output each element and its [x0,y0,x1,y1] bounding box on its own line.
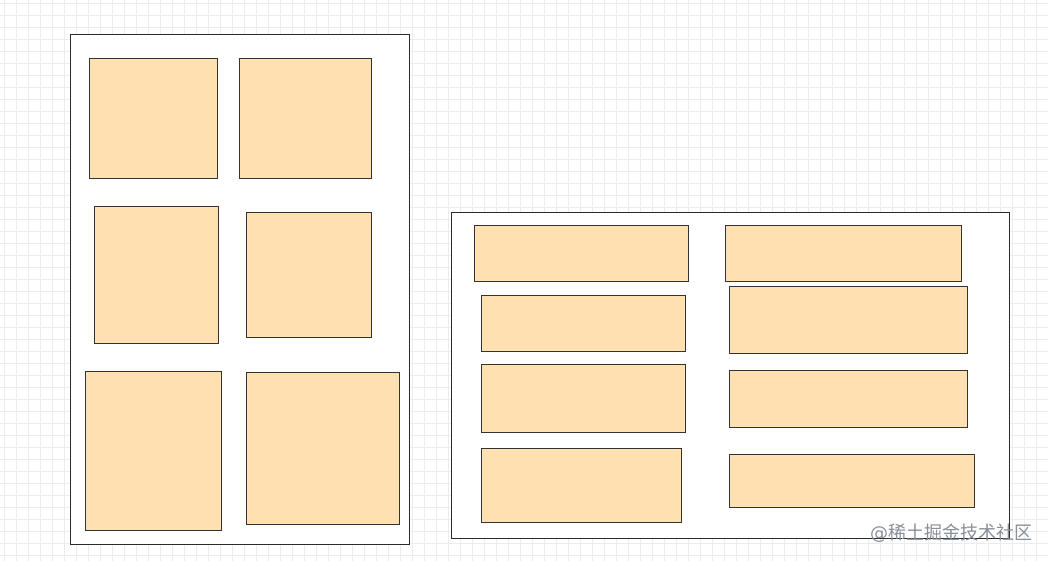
watermark-text: @稀土掘金技术社区 [870,523,1032,544]
left-block-4 [246,212,372,338]
right-block-3 [481,295,686,352]
right-block-2 [725,225,962,282]
right-block-4 [729,286,968,354]
right-block-6 [729,370,968,428]
left-block-2 [239,58,372,179]
right-layout-container [451,212,1010,539]
right-block-5 [481,364,686,433]
left-block-6 [246,372,400,525]
left-block-3 [94,206,219,344]
left-block-1 [89,58,218,179]
left-block-5 [85,371,222,531]
right-block-8 [729,454,975,508]
right-block-7 [481,448,682,523]
right-block-1 [474,225,689,282]
left-layout-container [70,34,410,545]
